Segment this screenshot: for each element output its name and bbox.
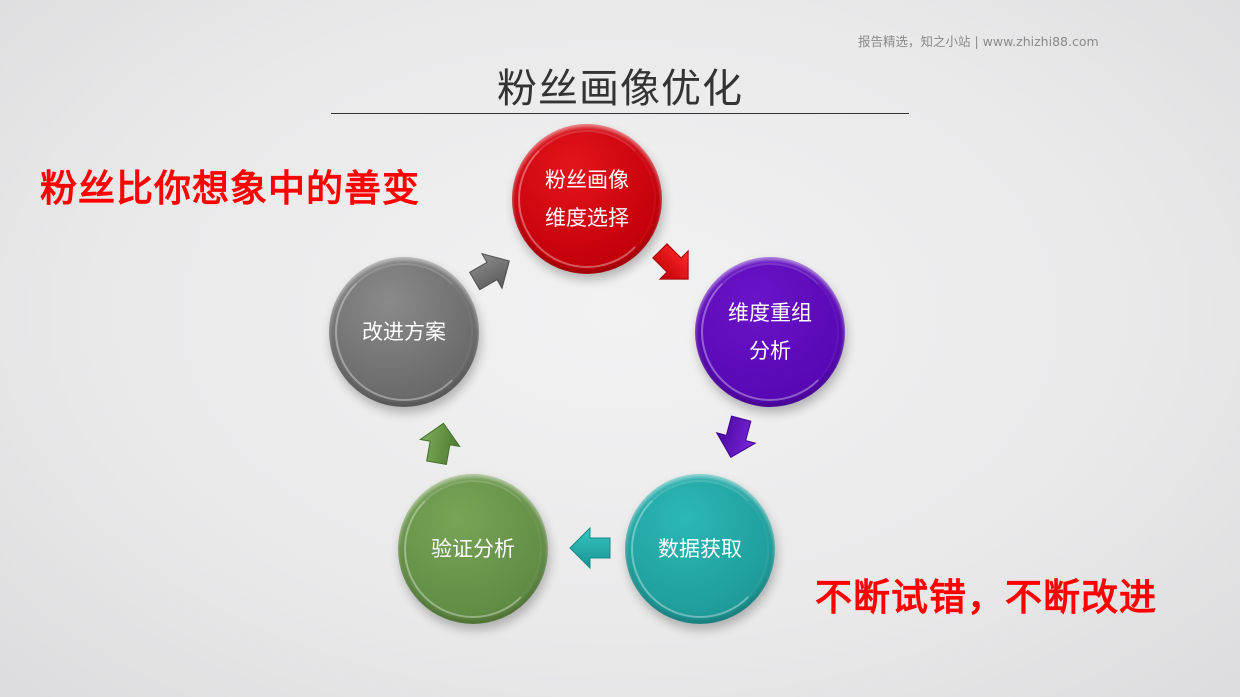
- node-label-line: 数据获取: [658, 537, 742, 561]
- cycle-node-data-acquisition: 数据获取: [625, 474, 775, 624]
- node-label-line: 验证分析: [431, 537, 515, 561]
- cycle-node-dimension-regroup: 维度重组 分析: [695, 257, 845, 407]
- arrow-icon: [415, 418, 466, 469]
- cycle-node-dimension-selection: 粉丝画像 维度选择: [512, 124, 662, 274]
- arrow-icon: [643, 234, 705, 296]
- node-label-line: 改进方案: [362, 320, 446, 344]
- node-label-line: 分析: [749, 339, 791, 363]
- node-label-line: 维度重组: [728, 301, 812, 325]
- slogan-right: 不断试错，不断改进: [815, 576, 1157, 619]
- arrow-icon: [462, 241, 522, 301]
- title-divider: [331, 113, 909, 114]
- arrow-icon: [709, 411, 763, 465]
- cycle-node-validation: 验证分析: [398, 474, 548, 624]
- cycle-node-improvement: 改进方案: [329, 257, 479, 407]
- arrow-icon: [568, 526, 612, 570]
- node-label-line: 粉丝画像: [545, 168, 629, 192]
- slogan-left: 粉丝比你想象中的善变: [40, 167, 420, 210]
- watermark: 报告精选，知之小站 | www.zhizhi88.com: [858, 34, 1099, 49]
- node-label-line: 维度选择: [545, 206, 629, 230]
- page-title: 粉丝画像优化: [497, 66, 743, 112]
